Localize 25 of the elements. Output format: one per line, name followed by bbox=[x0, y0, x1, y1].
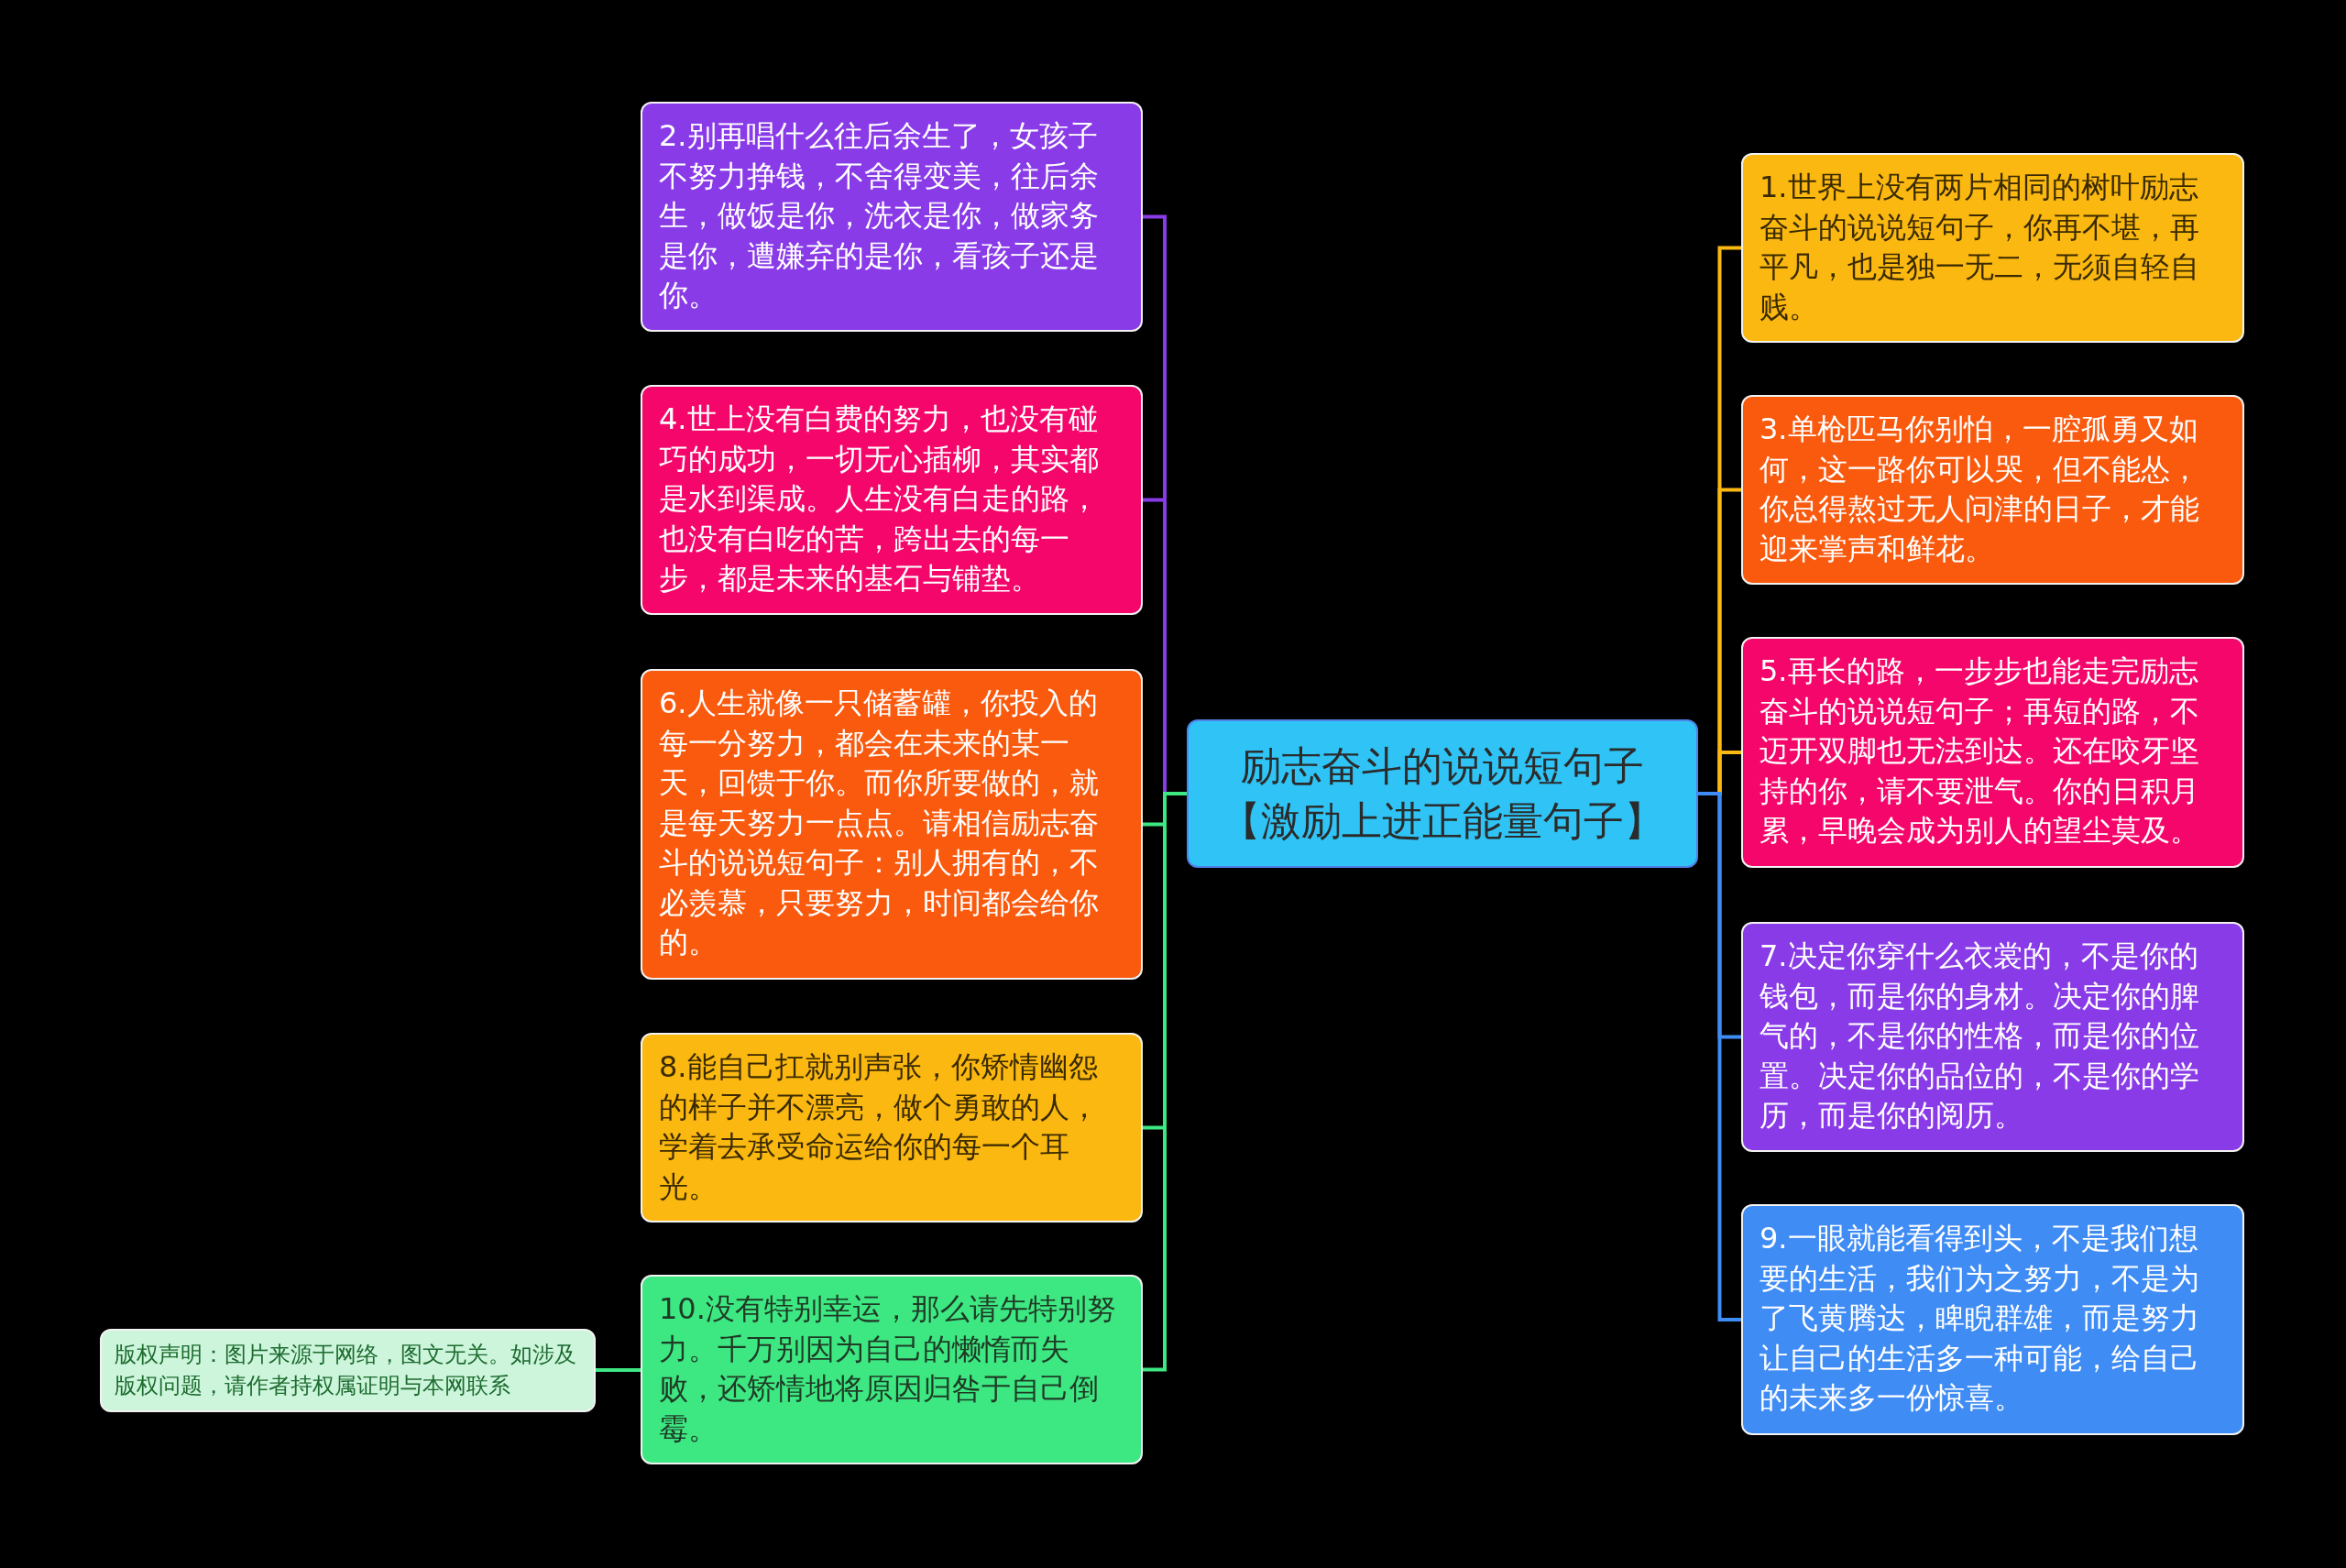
quote-text: 3.单枪匹马你别怕，一腔孤勇又如何，这一路你可以哭，但不能怂，你总得熬过无人问津的日子，才能迎来掌声和鲜花。 bbox=[1760, 411, 2200, 568]
quote-text: 2.别再唱什么往后余生了，女孩子不努力挣钱，不舍得变美，往后余生，做饭是你，洗衣是你，做家务是你，遭嫌弃的是你，看孩子还是你。 bbox=[659, 117, 1100, 315]
topic-box bbox=[641, 1275, 1143, 1464]
topic-box bbox=[1741, 1204, 2244, 1435]
topic-box bbox=[641, 669, 1143, 980]
connector-line bbox=[596, 1368, 641, 1372]
topic-box bbox=[1741, 637, 2244, 868]
quote-text: 10.没有特别幸运，那么请先特别努力。千万别因为自己的懒惰而失败，还矫情地将原因归咎于自己倒霉。 bbox=[659, 1290, 1117, 1448]
copyright-note: 版权声明：图片来源于网络，图文无关。如涉及版权问题，请作者持权属证明与本网联系 bbox=[115, 1341, 577, 1400]
topic-box bbox=[641, 1033, 1143, 1223]
quote-text: 5.再长的路，一步步也能走完励志奋斗的说说短句子；再短的路，不迈开双脚也无法到达。还在咬牙坚持的你，请不要泄气。你的日积月累，早晚会成为别人的望尘莫及。 bbox=[1760, 652, 2200, 850]
quote-text: 4.世上没有白费的努力，也没有碰巧的成功，一切无心插柳，其实都是水到渠成。人生没有白走的路，也没有白吃的苦，跨出去的每一步，都是未来的基石与铺垫。 bbox=[659, 400, 1100, 598]
topic-box bbox=[641, 102, 1143, 332]
note-box bbox=[100, 1329, 596, 1413]
quote-text: 6.人生就像一只储蓄罐，你投入的每一分努力，都会在未来的某一天，回馈于你。而你所要做的，就是每天努力一点点。请相信励志奋斗的说说短句子：别人拥有的，不必羡慕，只要努力，时间都会给你的。 bbox=[659, 685, 1100, 962]
quote-text: 1.世界上没有两片相同的树叶励志奋斗的说说短句子，你再不堪，再平凡，也是独一无二，无须自轻自贱。 bbox=[1760, 169, 2200, 326]
topic-box bbox=[1741, 153, 2244, 343]
topic-box bbox=[641, 385, 1143, 615]
quote-text: 9.一眼就能看得到头，不是我们想要的生活，我们为之努力，不是为了飞黄腾达，睥睨群雄，而是努力让自己的生活多一种可能，给自己的未来多一份惊喜。 bbox=[1760, 1220, 2200, 1418]
central-topic-box bbox=[1187, 719, 1698, 868]
central-topic: 励志奋斗的说说短句子【激励上进正能量句子】 bbox=[1220, 741, 1665, 846]
quote-text: 7.决定你穿什么衣裳的，不是你的钱包，而是你的身材。决定你的脾气的，不是你的性格，而是你的位置。决定你的品位的，不是你的学历，而是你的阅历。 bbox=[1760, 938, 2200, 1135]
topic-box bbox=[1741, 395, 2244, 585]
topic-box bbox=[1741, 922, 2244, 1152]
quote-text: 8.能自己扛就别声张，你矫情幽怨的样子并不漂亮，做个勇敢的人，学着去承受命运给你的每一个耳光。 bbox=[659, 1048, 1100, 1206]
